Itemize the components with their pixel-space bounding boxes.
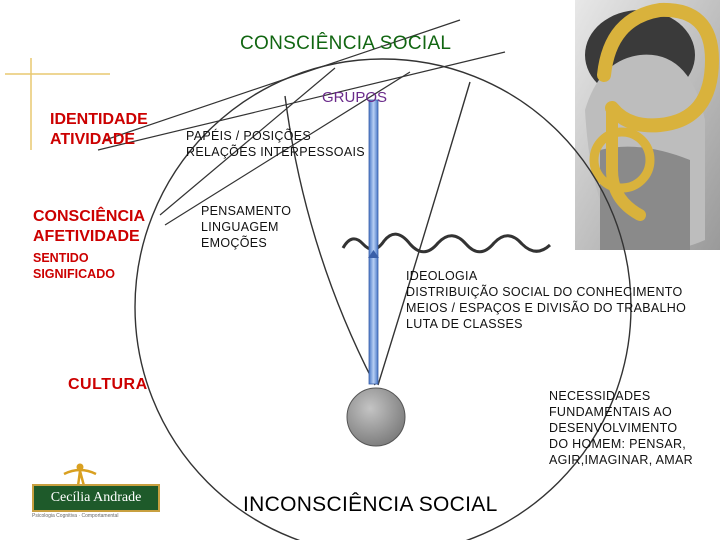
funnel-curve-left: [284, 95, 376, 386]
label-cultura: CULTURA: [68, 376, 148, 393]
vertical-rod: [368, 99, 379, 385]
label-grupos: GRUPOS: [322, 89, 388, 106]
label-afetividade: AFETIVIDADE: [33, 228, 140, 245]
label-identidade: IDENTIDADE: [50, 111, 148, 128]
label-do-homem: DO HOMEM: PENSAR,: [549, 437, 687, 451]
label-consciencia: CONSCIÊNCIA: [33, 208, 146, 225]
connector-line-1: [104, 19, 461, 141]
label-ideologia-block: IDEOLOGIA DISTRIBUIÇÃO SOCIAL DO CONHECI…: [406, 268, 686, 332]
label-necessidades-block: NECESSIDADES FUNDAMENTAIS AO DESENVOLVIM…: [549, 388, 693, 468]
decorative-gold-arc: [597, 2, 720, 133]
society-circle: [134, 58, 632, 540]
logo-figure-icon: [63, 463, 97, 486]
label-fundamentais: FUNDAMENTAIS AO: [549, 405, 673, 419]
label-sentido: SENTIDO: [33, 251, 89, 265]
label-consciencia-afetividade: CONSCIÊNCIA AFETIVIDADE: [33, 207, 145, 247]
bottom-ball: [346, 387, 406, 447]
connector-line-2: [97, 51, 506, 151]
funnel-curve-right: [377, 81, 471, 386]
label-atividade: ATIVIDADE: [50, 131, 136, 148]
label-ideologia: IDEOLOGIA: [406, 269, 478, 283]
label-linguagem: LINGUAGEM: [201, 220, 279, 234]
logo-badge: Cecília Andrade: [32, 484, 160, 512]
rod-arrowhead: [368, 250, 379, 258]
label-meios: MEIOS / ESPAÇOS E DIVISÃO DO TRABALHO: [406, 301, 687, 315]
label-papeis: PAPÉIS / POSIÇÕES: [186, 129, 312, 143]
label-relacoes: RELAÇÕES INTERPESSOAIS: [186, 145, 365, 159]
label-pensamento-block: PENSAMENTO LINGUAGEM EMOÇÕES: [201, 203, 291, 251]
connector-line-4: [164, 71, 411, 226]
label-luta: LUTA DE CLASSES: [406, 317, 523, 331]
label-pensamento: PENSAMENTO: [201, 204, 292, 218]
title-consciencia-social: CONSCIÊNCIA SOCIAL: [240, 33, 452, 54]
label-desenvolvimento: DESENVOLVIMENTO: [549, 421, 678, 435]
label-distribuicao: DISTRIBUIÇÃO SOCIAL DO CONHECIMENTO: [406, 285, 683, 299]
decorative-gold-stem: [606, 104, 646, 221]
label-significado: SIGNIFICADO: [33, 267, 115, 281]
label-sentido-significado: SENTIDO SIGNIFICADO: [33, 250, 115, 282]
connector-line-3: [159, 67, 336, 216]
logo-subtitle: Psicologia Cognitiva · Comportamental: [32, 513, 119, 519]
decorative-gold-ring: [589, 127, 655, 193]
label-emocoes: EMOÇÕES: [201, 236, 267, 250]
title-inconsciencia-social: INCONSCIÊNCIA SOCIAL: [243, 493, 498, 516]
label-identidade-atividade: IDENTIDADE ATIVIDADE: [50, 110, 148, 150]
label-necessidades: NECESSIDADES: [549, 389, 651, 403]
label-papeis-relacoes: PAPÉIS / POSIÇÕES RELAÇÕES INTERPESSOAIS: [186, 128, 365, 160]
label-agir: AGIR,IMAGINAR, AMAR: [549, 453, 693, 467]
